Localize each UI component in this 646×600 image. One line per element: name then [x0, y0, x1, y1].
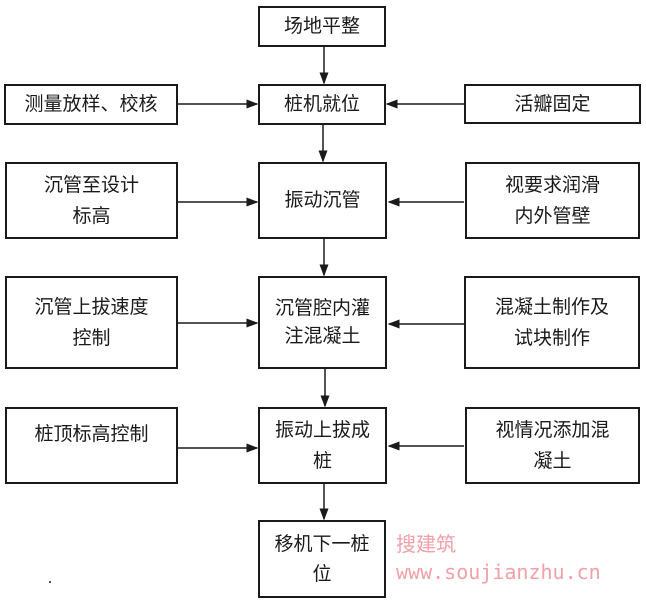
right-concrete-test-blocks: 混凝土制作及试块制作 [464, 276, 640, 369]
step-site-leveling: 场地平整 [258, 6, 386, 47]
right-valve-fixing: 活瓣固定 [464, 84, 641, 124]
step-pour-concrete: 沉管腔内灌注混凝土 [258, 276, 387, 369]
step-pile-machine-positioning: 桩机就位 [258, 84, 386, 125]
right-add-concrete: 视情况添加混凝土 [465, 407, 640, 484]
left-lift-speed-control: 沉管上拔速度控制 [5, 276, 178, 369]
left-sink-to-design-elevation: 沉管至设计标高 [5, 162, 178, 239]
step-move-next-position: 移机下一桩位 [258, 520, 386, 598]
left-survey-check: 测量放样、校核 [4, 84, 178, 125]
left-pile-top-elevation-control: 桩顶标高控制 [5, 407, 178, 484]
step-vibrate-lift-pile: 振动上拔成桩 [258, 407, 387, 484]
step-vibrate-sink-pipe: 振动沉管 [258, 162, 387, 239]
right-lubricate-pipe-walls: 视要求润滑内外管壁 [465, 162, 640, 239]
speck [49, 581, 51, 583]
watermark: 搜建筑 www.soujianzhu.cn [396, 532, 601, 584]
